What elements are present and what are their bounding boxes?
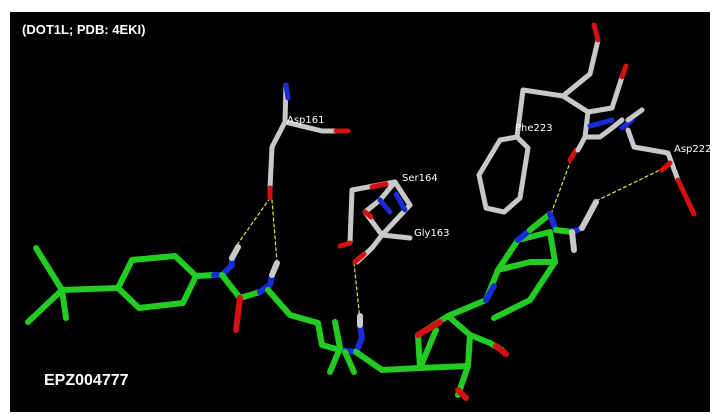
hbond-asp161-a: [236, 197, 271, 246]
ligand: [25, 199, 599, 401]
hydrogen-bonds: [236, 159, 665, 321]
hbond-gly163: [353, 262, 361, 321]
residue-label-asp161: Asp161: [287, 115, 325, 126]
hbond-asp161-b: [271, 199, 278, 263]
hbond-asp222: [593, 167, 665, 203]
residue-labels: Asp161 Ser164 Gly163 Phe223 Asp222: [287, 115, 712, 239]
compound-label: EPZ004777: [44, 372, 129, 389]
residue-label-phe223: Phe223: [515, 123, 553, 134]
residue-label-ser164: Ser164: [402, 173, 438, 184]
residue-label-gly163: Gly163: [414, 228, 450, 239]
protein-residues: [267, 22, 697, 265]
residue-label-asp222: Asp222: [674, 144, 712, 155]
structure-title: (DOT1L; PDB: 4EKI): [22, 22, 146, 37]
hbond-phe223: [550, 159, 572, 215]
